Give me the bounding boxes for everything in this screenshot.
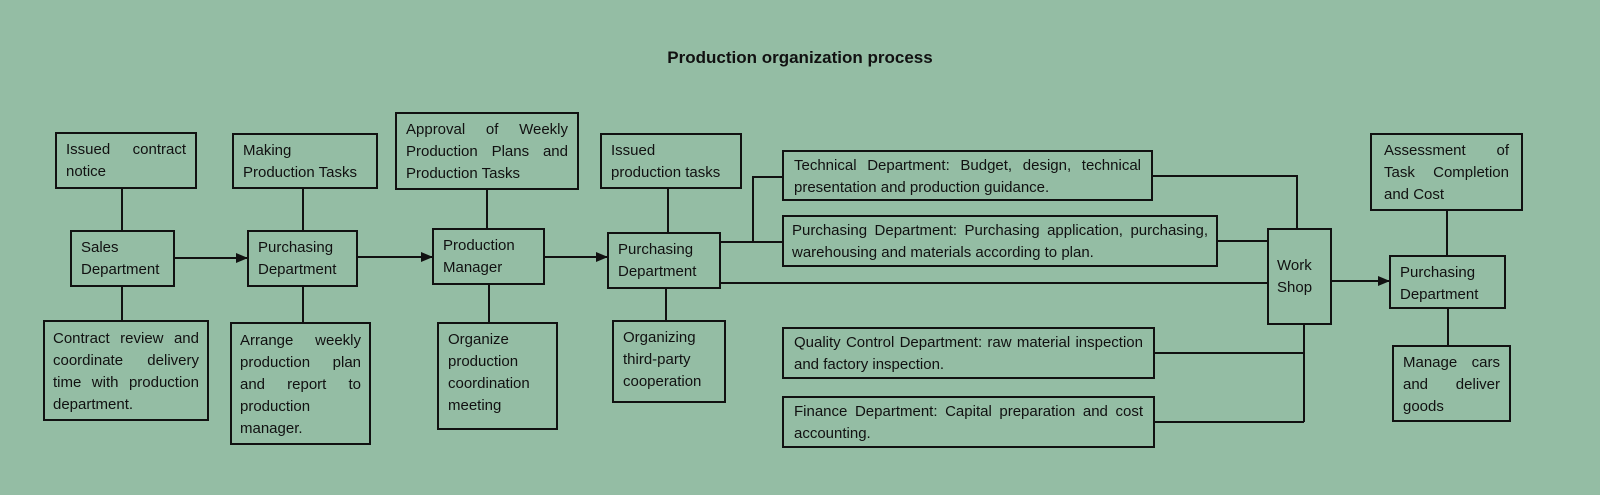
edge-technical-to-work-shop xyxy=(1153,175,1298,228)
node-technical-department: Technical Department: Budget, design, te… xyxy=(782,150,1153,201)
node-manage-cars-deliver-goods: Manage cars and deliver goods xyxy=(1392,345,1511,422)
node-making-production-tasks: Making Production Tasks xyxy=(232,133,378,189)
node-purchasing-department-3: Purchasing Department xyxy=(1389,255,1506,309)
node-organize-coordination-meeting: Organize production coordination meeting xyxy=(437,322,558,430)
node-production-manager: Production Manager xyxy=(432,228,545,285)
node-work-shop: Work Shop xyxy=(1267,228,1332,325)
node-finance-department: Finance Department: Capital preparation … xyxy=(782,396,1155,448)
node-contract-review: Contract review and coordinate delivery … xyxy=(43,320,209,421)
node-issued-contract-notice: Issued contract notice xyxy=(55,132,197,189)
node-sales-department: Sales Department xyxy=(70,230,175,287)
node-issued-production-tasks: Issued production tasks xyxy=(600,133,742,189)
node-purchasing-department-1: Purchasing Department xyxy=(247,230,358,287)
page-title: Production organization process xyxy=(667,48,933,67)
node-arrange-weekly-plan: Arrange weekly production plan and repor… xyxy=(230,322,371,445)
node-purchasing-department-wide: Purchasing Department: Purchasing applic… xyxy=(782,215,1218,267)
node-purchasing-department-2: Purchasing Department xyxy=(607,232,721,289)
edge-purchasing-to-technical xyxy=(752,176,782,242)
node-approval-weekly-plans: Approval of Weekly Production Plans and … xyxy=(395,112,579,190)
node-quality-control-department: Quality Control Department: raw material… xyxy=(782,327,1155,379)
node-assessment-task-completion: Assessment of Task Completion and Cost xyxy=(1370,133,1523,211)
node-organizing-third-party: Organizing third-party cooperation xyxy=(612,320,726,403)
